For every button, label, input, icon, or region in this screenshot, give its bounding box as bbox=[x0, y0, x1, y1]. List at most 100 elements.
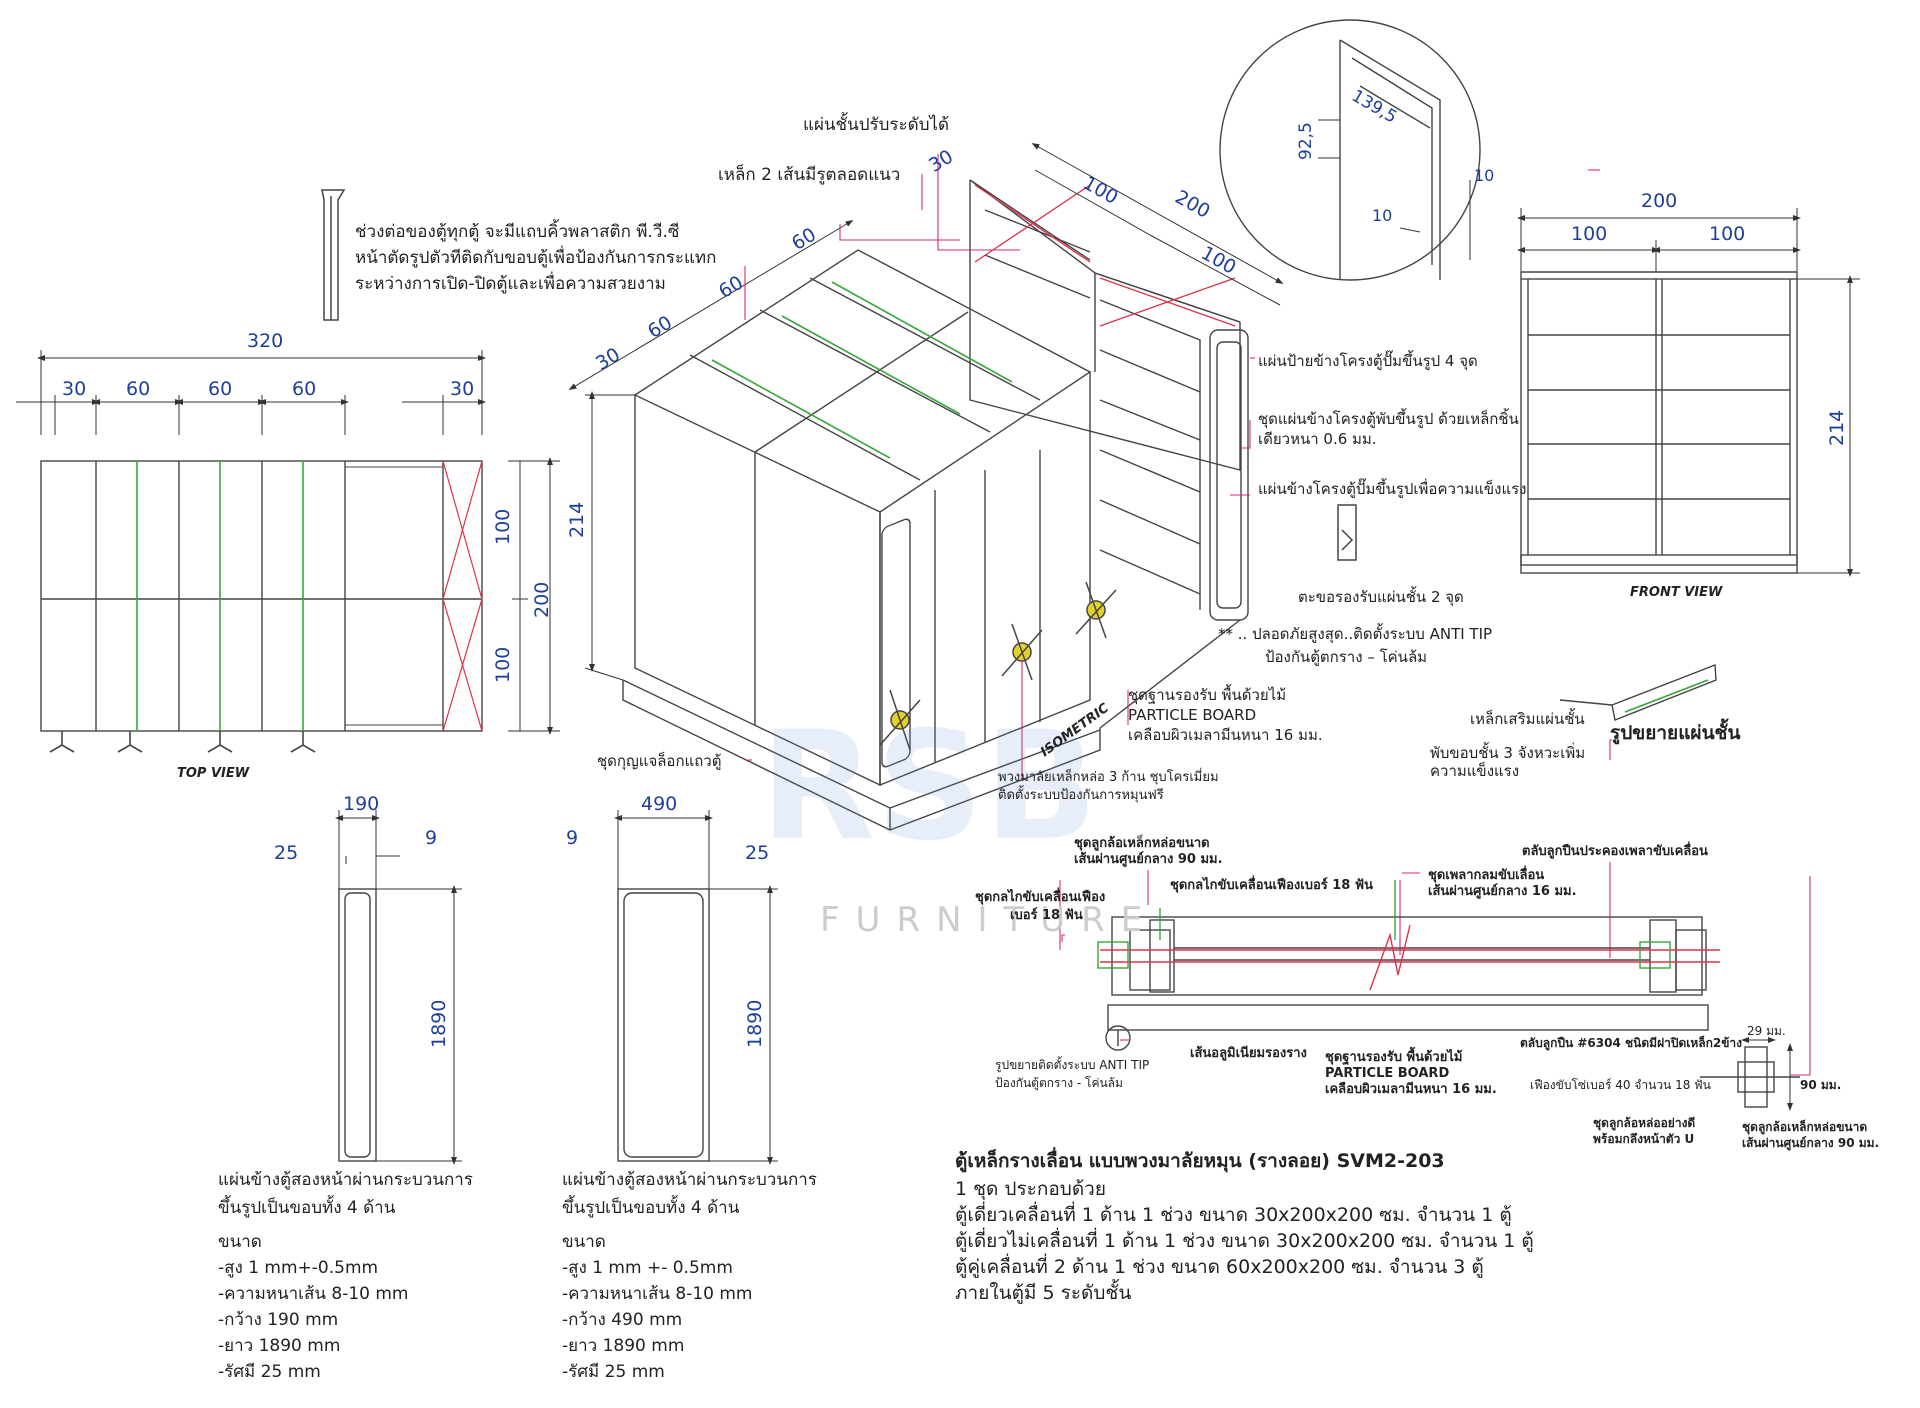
annotation-steel-rails: เหล็ก 2 เส้นมีรูตลอดแนว bbox=[718, 165, 901, 185]
product-title: ตู้เหล็กรางเลื่อน แบบพวงมาลัยหมุน (รางลอ… bbox=[955, 1150, 1445, 1172]
panel-right-desc-1: แผ่นข้างตู้สองหน้าผ่านกระบวนการ bbox=[562, 1170, 817, 1190]
front-view-label: FRONT VIEW bbox=[1630, 585, 1723, 600]
panel-right-spec-3: -กว้าง 490 mm bbox=[562, 1310, 683, 1330]
mechanism-green-details bbox=[1097, 880, 1671, 969]
mech-base-3: เคลือบผิวเมลามีนหนา 16 มม. bbox=[1325, 1082, 1497, 1097]
top-view-green-seams bbox=[136, 461, 304, 731]
annotation-bracket: ตะขอรองรับแผ่นชั้น 2 จุด bbox=[1298, 588, 1464, 606]
panel-left-spec-5: -รัศมี 25 mm bbox=[218, 1362, 321, 1382]
panel-left-spec-4: -ยาว 1890 mm bbox=[218, 1336, 341, 1356]
annotation-side-set-2: เดียวหนา 0.6 มม. bbox=[1258, 430, 1377, 448]
annotation-base-2: PARTICLE BOARD bbox=[1128, 706, 1257, 724]
mech-anti-tip-1: รูปขยายติดตั้งระบบ ANTI TIP bbox=[995, 1058, 1150, 1072]
side-panel-right-dims bbox=[614, 810, 778, 1165]
detail-dim-b: 92,5 bbox=[1296, 122, 1316, 160]
annotation-shelf-adjust: แผ่นชั้นปรับระดับได้ bbox=[803, 115, 950, 135]
annotation-label-plate: แผ่นป้ายข้างโครงตู้ปั๊มขึ้นรูป 4 จุด bbox=[1258, 352, 1478, 370]
top-view-dim-half-b: 100 bbox=[492, 646, 514, 683]
annotation-side-set-1: ชุดแผ่นข้างโครงตู้พับขึ้นรูป ด้วยเหล็กชิ… bbox=[1258, 410, 1519, 428]
annotation-anti-tip-1: ** .. ปลอดภัยสูงสุด..ติดตั้งระบบ ANTI TI… bbox=[1218, 625, 1493, 643]
isometric-dim-height: 214 bbox=[566, 501, 588, 538]
product-line-2: ตู้เดี่ยวเคลื่อนที่ 1 ด้าน 1 ช่วง ขนาด 3… bbox=[955, 1204, 1512, 1226]
product-line-5: ภายในตู้มี 5 ระดับชั้น bbox=[955, 1282, 1132, 1304]
mech-anti-tip-2: ป้องกันตู้ตกราง - โค่นล้ม bbox=[995, 1076, 1123, 1090]
panel-right-dim-height: 1890 bbox=[744, 999, 766, 1048]
detail-dim-c: 10 bbox=[1474, 166, 1495, 185]
top-view-dim-part-2: 60 bbox=[126, 378, 151, 400]
panel-right-dim-width: 490 bbox=[641, 793, 678, 815]
panel-right-spec-1: -สูง 1 mm +- 0.5mm bbox=[562, 1258, 733, 1278]
mech-chain-gear: เฟืองขับโซ่เบอร์ 40 จำนวน 18 ฟัน bbox=[1530, 1078, 1711, 1092]
side-panel-right bbox=[617, 888, 710, 1162]
panel-left-dim-width: 190 bbox=[343, 793, 380, 815]
panel-right-dim-radius: 25 bbox=[745, 842, 770, 864]
front-view-dim-height: 214 bbox=[1826, 409, 1848, 446]
annotation-lock: ชุดกุญแจล็อกแถวตู้ bbox=[597, 752, 722, 770]
mech-wheel-set-2: เส้นผ่านศูนย์กลาง 90 มม. bbox=[1074, 852, 1223, 867]
mech-shaft-1: ชุดเพลากลมขับเลื่อน bbox=[1428, 868, 1545, 883]
annotation-pvc-3: ระหว่างการเปิด-ปิดตู้และเพื่อความสวยงาม bbox=[355, 274, 666, 294]
front-view-drawing bbox=[1520, 271, 1798, 574]
panel-right-spec-5: -รัศมี 25 mm bbox=[562, 1362, 665, 1382]
mech-shaft-2: เส้นผ่านศูนย์กลาง 16 มม. bbox=[1428, 884, 1577, 899]
watermark-text: FURNITURE bbox=[820, 900, 1159, 940]
top-view-dim-total: 320 bbox=[247, 330, 284, 352]
annotation-wheel-2: ติดตั้งระบบป้องกันการหมุนฟรี bbox=[998, 788, 1164, 803]
mech-bearing-housing: ตลับลูกปืนประคองเพลาขับเคลื่อน bbox=[1522, 844, 1708, 859]
detail-dims bbox=[1318, 119, 1471, 260]
annotation-anti-tip-2: ป้องกันตู้ตกราง – โค่นล้ม bbox=[1265, 648, 1428, 666]
top-view-dim-part-5: 30 bbox=[450, 378, 475, 400]
annotation-base-3: เคลือบผิวเมลามีนหนา 16 มม. bbox=[1128, 726, 1323, 744]
top-view-dim-part-4: 60 bbox=[292, 378, 317, 400]
mech-cast-wheel-1: ชุดลูกล้อเหล็กหล่อขนาด bbox=[1742, 1120, 1868, 1134]
annotation-pvc-2: หน้าตัดรูปตัวทีติดกับขอบตู้เพื่อป้องกันก… bbox=[355, 248, 717, 268]
panel-left-spec-1: -สูง 1 mm+-0.5mm bbox=[218, 1258, 379, 1278]
front-view-dim-half-a: 100 bbox=[1571, 223, 1608, 245]
mechanism-wheel-detail bbox=[1700, 1046, 1800, 1108]
side-panel-left-dims bbox=[335, 810, 462, 1165]
top-view-drawing bbox=[40, 460, 483, 732]
detail-dim-d: 10 bbox=[1372, 206, 1393, 225]
mechanism-drawing bbox=[1105, 916, 1709, 1051]
mech-cast-wheel-2: เส้นผ่านศูนย์กลาง 90 มม. bbox=[1742, 1136, 1880, 1150]
side-panel-left bbox=[338, 888, 377, 1162]
detail-circle-drawing bbox=[1219, 19, 1481, 281]
t-profile-icon bbox=[321, 189, 346, 321]
panel-right-dim-edge: 9 bbox=[566, 827, 579, 849]
shelf-green-line bbox=[1624, 679, 1709, 713]
isometric-dimensions bbox=[568, 143, 1284, 681]
top-view-label: TOP VIEW bbox=[177, 766, 250, 781]
mech-base-1: ชุดฐานรองรับ พื้นด้วยไม้ bbox=[1325, 1050, 1463, 1065]
front-view-dim-half-b: 100 bbox=[1709, 223, 1746, 245]
shelf-expand-drawing bbox=[1559, 664, 1717, 721]
panel-left-size-title: ขนาด bbox=[218, 1232, 262, 1252]
annotation-shelf-fold-1: พับขอบชั้น 3 จังหวะเพิ่ม bbox=[1430, 744, 1586, 762]
panel-right-desc-2: ขึ้นรูปเป็นขอบทั้ง 4 ด้าน bbox=[562, 1198, 740, 1218]
product-line-4: ตู้คู่เคลื่อนที่ 2 ด้าน 1 ช่วง ขนาด 60x2… bbox=[955, 1256, 1484, 1278]
panel-right-size-title: ขนาด bbox=[562, 1232, 606, 1252]
mech-gear-drive-1: ชุดกลไกขับเคลื่อนเฟือง bbox=[975, 890, 1106, 905]
panel-right-spec-4: -ยาว 1890 mm bbox=[562, 1336, 685, 1356]
annotation-shelf-reinforce: เหล็กเสริมแผ่นชั้น bbox=[1470, 710, 1585, 728]
mech-u-wheel-1: ชุดลูกล้อหล่ออย่างดี bbox=[1593, 1116, 1696, 1130]
annotation-base-1: ชุดฐานรองรับ พื้นด้วยไม้ bbox=[1128, 686, 1287, 704]
mech-base-2: PARTICLE BOARD bbox=[1325, 1066, 1450, 1081]
top-view-dim-part-3: 60 bbox=[208, 378, 233, 400]
panel-right-spec-2: -ความหนาเส้น 8-10 mm bbox=[562, 1284, 753, 1304]
wheel-detail-dims bbox=[1741, 1037, 1793, 1111]
mech-dim-90: 90 มม. bbox=[1800, 1078, 1842, 1092]
annotation-shelf-fold-2: ความแข็งแรง bbox=[1430, 762, 1520, 780]
panel-left-dim-radius: 25 bbox=[274, 842, 299, 864]
isometric-drawing bbox=[622, 179, 1249, 831]
top-view-feet bbox=[49, 731, 316, 753]
front-view-dimensions bbox=[1517, 208, 1860, 577]
annotation-side-reinforce: แผ่นข้างโครงตู้ปั๊มขึ้นรูปเพื่อความแข็งแ… bbox=[1258, 480, 1527, 498]
front-view-dim-width: 200 bbox=[1641, 190, 1678, 212]
leader-lines bbox=[744, 154, 1811, 1076]
top-view-dim-depth: 200 bbox=[531, 581, 553, 618]
panel-left-spec-3: -กว้าง 190 mm bbox=[218, 1310, 339, 1330]
annotation-shelf-expand: รูปขยายแผ่นชั้น bbox=[1610, 722, 1741, 744]
mech-gear-drive-2: เบอร์ 18 ฟัน bbox=[1010, 908, 1083, 923]
